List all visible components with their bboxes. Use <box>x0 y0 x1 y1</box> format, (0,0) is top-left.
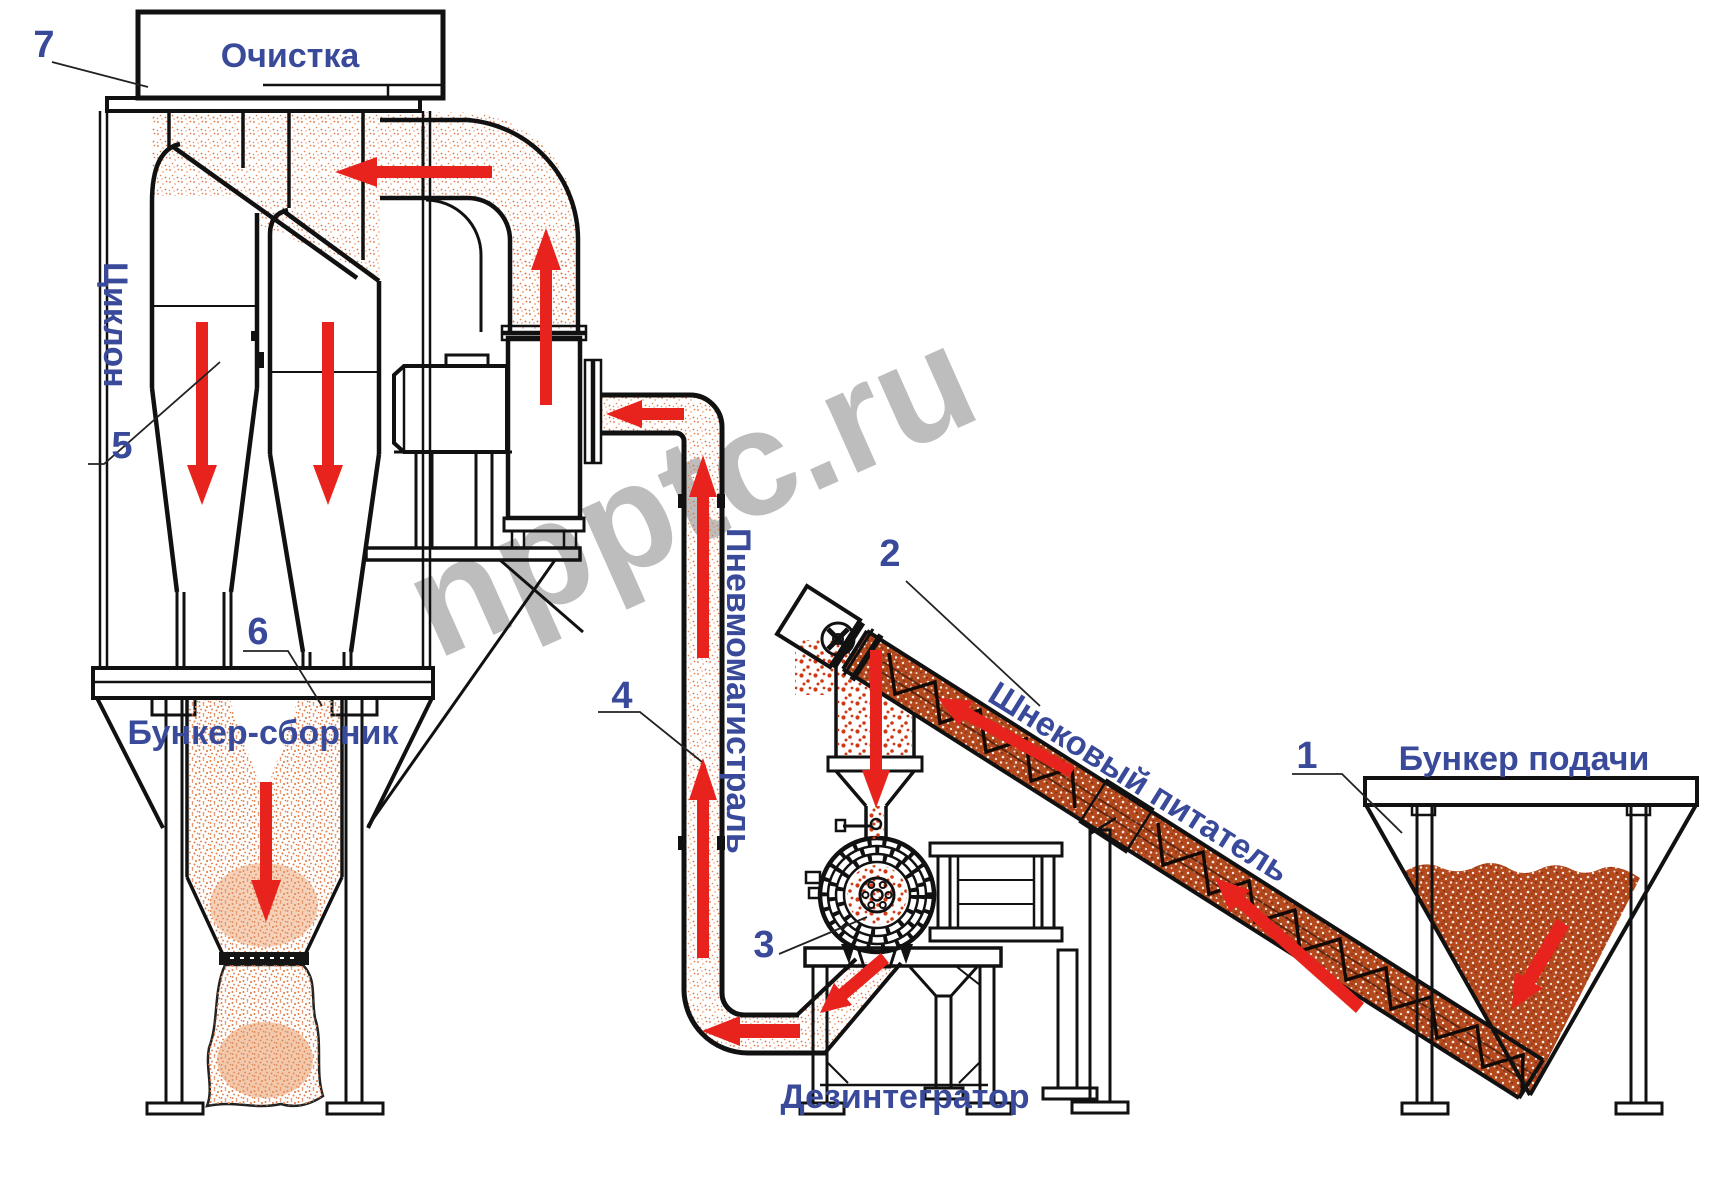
cyclone2-scroll-roof <box>280 208 381 283</box>
disintegrator <box>804 835 1064 969</box>
callout-pneumatic-line: 4 <box>611 675 632 717</box>
callout-disintegrator: 3 <box>753 924 774 966</box>
duct-stubs <box>167 111 365 260</box>
tube-coupling <box>1078 778 1155 854</box>
cyclone-top-plate <box>105 96 422 113</box>
leader-4 <box>598 711 703 763</box>
hub <box>858 876 896 914</box>
screw-tube-walls <box>841 629 1545 1100</box>
callout-collection-hopper: 6 <box>247 611 268 653</box>
inner-hopper <box>185 698 344 958</box>
frame-columns <box>98 111 432 668</box>
feeder-support-leg <box>1088 828 1112 1104</box>
hopper-legs <box>164 698 364 1103</box>
flow-arrow-screw1 <box>938 698 1075 777</box>
pneumo-wall-outer <box>600 392 799 1018</box>
discharge-duct <box>795 957 903 1055</box>
feed-hopper-walls <box>1364 804 1698 1096</box>
elbow-outer <box>380 117 581 334</box>
label-pneumatic-line: Пневмомагистраль <box>719 528 757 854</box>
callout-cyclone: 5 <box>111 425 132 467</box>
flow-arrow-cyclone1-down <box>187 322 217 505</box>
feed-hopper-leg <box>1415 803 1434 1105</box>
screw-feeder <box>774 583 1640 1115</box>
screw-drive-motor <box>774 583 863 670</box>
flow-arrow-fan-inlet <box>606 400 684 428</box>
callout-feed-hopper: 1 <box>1296 735 1317 777</box>
callout-screw-feeder: 2 <box>879 533 900 575</box>
feed-hopper-plate <box>1363 776 1699 807</box>
inlet-flange <box>583 358 594 465</box>
fan-unit <box>364 324 603 827</box>
label-feed-hopper: Бункер подачи <box>1399 740 1650 778</box>
screw-flights-2 <box>1156 822 1525 1093</box>
callout-leaders <box>51 61 1403 955</box>
fan-motor <box>392 364 509 454</box>
hopper-casing <box>95 697 434 829</box>
flow-arrow-discharge <box>820 953 889 1013</box>
leader-2 <box>905 580 1041 707</box>
flow-arrows <box>187 157 1569 1046</box>
leader-3 <box>778 916 868 955</box>
flow-arrow-funnel-down <box>862 650 890 808</box>
label-cyclone: Циклон <box>96 262 134 388</box>
motor-cross-icon <box>826 627 850 651</box>
dust-pneumatic-line <box>600 397 899 1051</box>
elbow-inner <box>380 195 513 334</box>
pin-ring <box>821 839 933 951</box>
feed-hopper-leg <box>1629 803 1648 1105</box>
top-duct <box>380 117 581 334</box>
flow-arrow-cyclone2-down <box>313 322 343 505</box>
disintegrator-motor <box>956 854 1036 930</box>
screw-flights <box>887 652 1077 809</box>
cyclone-2 <box>251 207 382 668</box>
pneumo-wall-inner <box>600 430 827 1056</box>
label-disintegrator: Дезинтегратор <box>780 1078 1029 1116</box>
leader-5 <box>88 361 221 465</box>
feed-hopper <box>1363 776 1699 1116</box>
leader-6 <box>243 650 323 707</box>
leader-7 <box>51 61 149 88</box>
pneumatic-ducts <box>600 392 903 1056</box>
label-collection-hopper: Бункер-сборник <box>128 714 400 752</box>
flow-arrow-hopper-down <box>251 782 281 922</box>
callout-cleaning: 7 <box>33 24 54 66</box>
flow-arrow-pneumo-up2 <box>689 758 717 958</box>
collection-hopper <box>91 666 435 1116</box>
flow-arrow-bottom-left <box>702 1016 800 1046</box>
label-cleaning: Очистка <box>221 37 361 75</box>
cyclone1-cone <box>149 387 260 593</box>
flow-arrow-screw2 <box>1215 878 1364 1013</box>
fan-braces <box>366 558 584 827</box>
flow-arrow-feed-material <box>1512 919 1569 1009</box>
fan-base <box>364 546 582 562</box>
flow-arrow-fan-up <box>531 228 561 405</box>
flow-arrow-pneumo-up1 <box>689 455 717 658</box>
leader-1 <box>1292 773 1403 834</box>
cyclone1-scroll-roof <box>170 144 359 280</box>
flow-arrow-top-left <box>335 157 492 187</box>
chamber-outlet <box>855 946 899 969</box>
cleaning-unit <box>98 9 446 668</box>
